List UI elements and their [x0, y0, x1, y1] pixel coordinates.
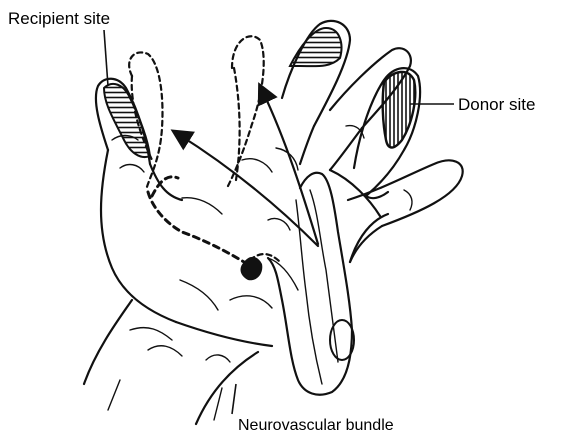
recipient-site-label: Recipient site [8, 9, 110, 29]
donor-finger [354, 68, 420, 198]
pinky-finger [282, 21, 350, 164]
thumb [330, 160, 463, 262]
neurovascular-path-dashed [148, 177, 280, 262]
ring-finger-dashed [228, 36, 264, 186]
flap-pedicle [268, 173, 354, 395]
donor-site-label: Donor site [458, 95, 535, 115]
neurovascular-bundle-label: Neurovascular bundle [238, 416, 394, 436]
hand-outline [84, 150, 272, 424]
recipient-defect [104, 84, 150, 157]
